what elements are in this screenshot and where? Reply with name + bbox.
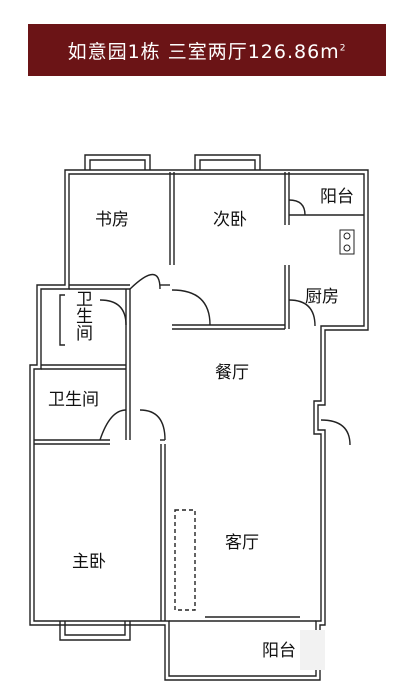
room-second-bedroom: 次卧 [213, 210, 247, 230]
cabinet-dashed [174, 509, 196, 611]
room-study: 书房 [95, 210, 129, 230]
watermark-box [300, 630, 325, 670]
title-text: 如意园1栋 三室两厅126.86m2 [67, 40, 347, 63]
door-study [129, 273, 161, 290]
door-balcony-top [288, 199, 306, 216]
outer-wall [29, 169, 369, 681]
door-master [139, 409, 166, 441]
room-balcony-top: 阳台 [320, 187, 354, 207]
window-master [59, 621, 131, 641]
title-superscript: 2 [339, 43, 347, 54]
room-balcony-bottom: 阳台 [262, 641, 296, 661]
window-second-bedroom [194, 154, 261, 170]
door-bath1 [99, 299, 127, 326]
door-entrance [320, 419, 351, 446]
stove-icon [339, 229, 355, 255]
window-study [84, 154, 151, 170]
door-bath2 [99, 409, 127, 441]
room-master: 主卧 [72, 552, 106, 572]
room-bathroom-1: 卫生间 [72, 290, 92, 341]
outer-wall-inner [33, 173, 365, 677]
window-bath [59, 294, 65, 346]
room-living: 客厅 [225, 533, 259, 553]
room-bathroom-2: 卫生间 [48, 390, 99, 410]
door-kitchen [288, 299, 316, 327]
room-kitchen: 厨房 [305, 287, 339, 307]
room-dining: 餐厅 [215, 363, 249, 383]
door-bed [171, 289, 211, 326]
title-banner: 如意园1栋 三室两厅126.86m2 [28, 24, 386, 76]
